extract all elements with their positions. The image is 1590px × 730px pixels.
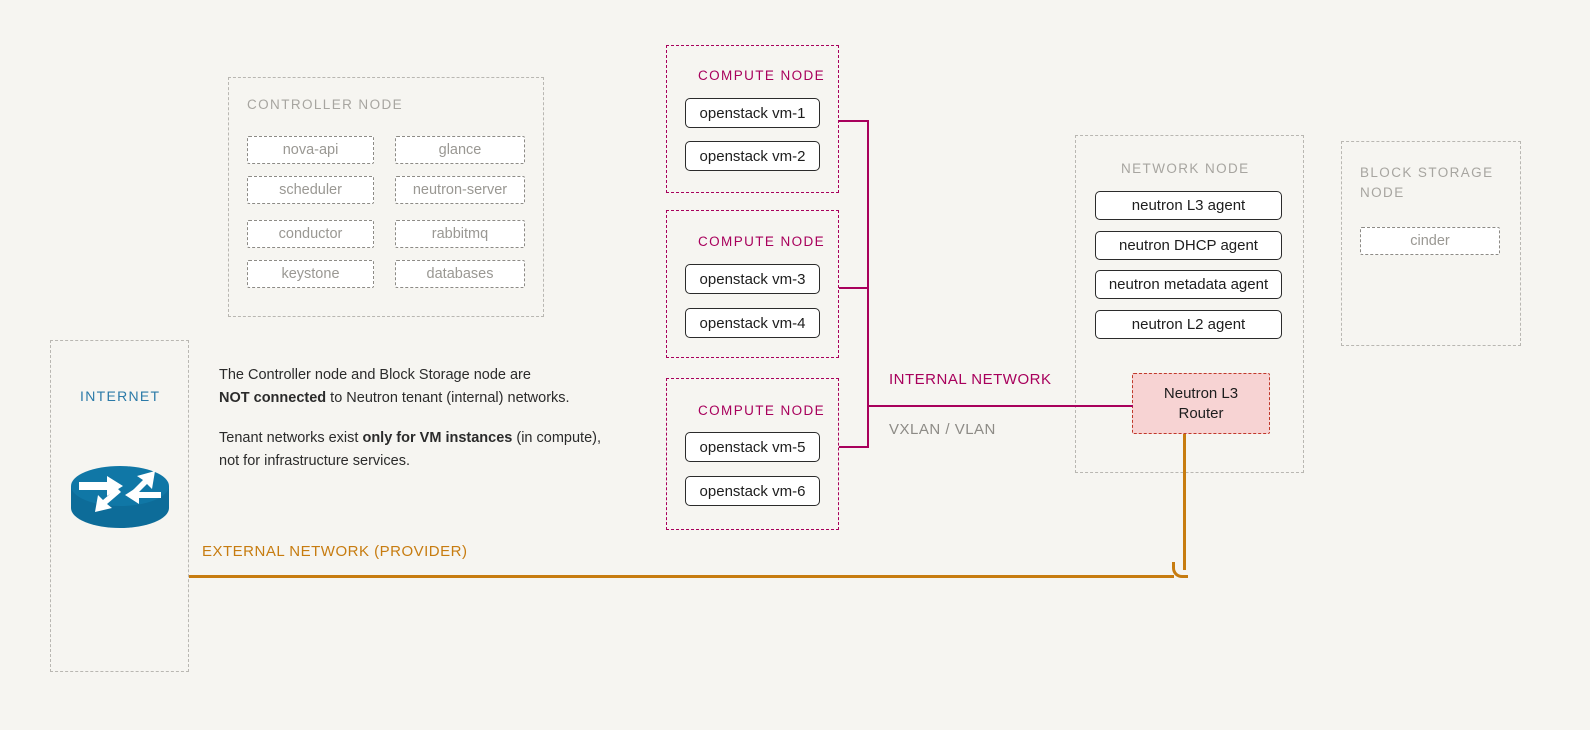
compute-node-2-title: COMPUTE NODE: [698, 234, 826, 249]
controller-service-rabbitmq[interactable]: rabbitmq: [395, 220, 525, 248]
compute-node-1-title: COMPUTE NODE: [698, 68, 826, 83]
compute-node-1-group: [666, 45, 839, 193]
compute-node-1-vm-2[interactable]: openstack vm-2: [685, 141, 820, 171]
network-agent-dhcp[interactable]: neutron DHCP agent: [1095, 231, 1282, 260]
internal-link-compute-3: [839, 446, 869, 448]
controller-service-glance[interactable]: glance: [395, 136, 525, 164]
annotation-p1-bold: NOT connected: [219, 390, 327, 407]
controller-node-group: [228, 77, 544, 317]
internal-link-compute-2: [839, 287, 869, 289]
internet-group: [50, 340, 189, 672]
annotation-paragraph-1: The Controller node and Block Storage no…: [219, 364, 649, 411]
compute-node-3-vm-5[interactable]: openstack vm-5: [685, 432, 820, 462]
compute-node-2-vm-3[interactable]: openstack vm-3: [685, 264, 820, 294]
controller-node-title: CONTROLLER NODE: [247, 97, 404, 112]
annotation-p2-part-a: Tenant networks exist: [219, 430, 363, 446]
annotation-paragraph-2: Tenant networks exist only for VM instan…: [219, 427, 659, 474]
controller-service-databases[interactable]: databases: [395, 260, 525, 288]
internal-network-bus: [867, 120, 869, 407]
annotation-p2-part-c: (in compute), not for infrastructure ser…: [219, 430, 601, 470]
network-agent-metadata[interactable]: neutron metadata agent: [1095, 270, 1282, 299]
network-agent-l2[interactable]: neutron L2 agent: [1095, 310, 1282, 339]
controller-service-keystone[interactable]: keystone: [247, 260, 374, 288]
block-storage-service-cinder[interactable]: cinder: [1360, 227, 1500, 255]
block-storage-node-title: BLOCK STORAGE NODE: [1360, 165, 1494, 200]
external-network-horizontal: [189, 575, 1174, 578]
annotation-p2-bold: only for VM instances: [362, 430, 513, 446]
external-network-vertical: [1183, 434, 1186, 570]
block-storage-node-group: [1341, 141, 1521, 346]
annotation-p1-part-c: to Neutron tenant (internal) networks.: [326, 390, 570, 407]
internal-network-bus-lower: [867, 406, 869, 448]
router-cylinder-icon: [69, 458, 171, 534]
compute-node-2-group: [666, 210, 839, 358]
internet-group-title: INTERNET: [80, 388, 161, 404]
controller-service-nova-api[interactable]: nova-api: [247, 136, 374, 164]
internal-link-compute-1: [839, 120, 869, 122]
compute-node-1-vm-1[interactable]: openstack vm-1: [685, 98, 820, 128]
external-network-label: EXTERNAL NETWORK (PROVIDER): [202, 543, 468, 560]
controller-service-conductor[interactable]: conductor: [247, 220, 374, 248]
compute-node-3-title: COMPUTE NODE: [698, 403, 826, 418]
compute-node-2-vm-4[interactable]: openstack vm-4: [685, 308, 820, 338]
neutron-l3-router[interactable]: Neutron L3 Router: [1132, 373, 1270, 434]
compute-node-3-group: [666, 378, 839, 530]
internal-network-label: INTERNAL NETWORK: [889, 371, 1052, 388]
network-node-group: [1075, 135, 1304, 473]
controller-service-scheduler[interactable]: scheduler: [247, 176, 374, 204]
controller-service-neutron-server[interactable]: neutron-server: [395, 176, 525, 204]
annotation-p1-part-a: The Controller node and Block Storage no…: [219, 367, 531, 383]
external-network-corner: [1172, 562, 1188, 578]
compute-node-3-vm-6[interactable]: openstack vm-6: [685, 476, 820, 506]
internal-network-trunk: [867, 405, 1133, 407]
network-node-title: NETWORK NODE: [1121, 161, 1250, 176]
network-agent-l3[interactable]: neutron L3 agent: [1095, 191, 1282, 220]
vxlan-vlan-label: VXLAN / VLAN: [889, 421, 996, 438]
